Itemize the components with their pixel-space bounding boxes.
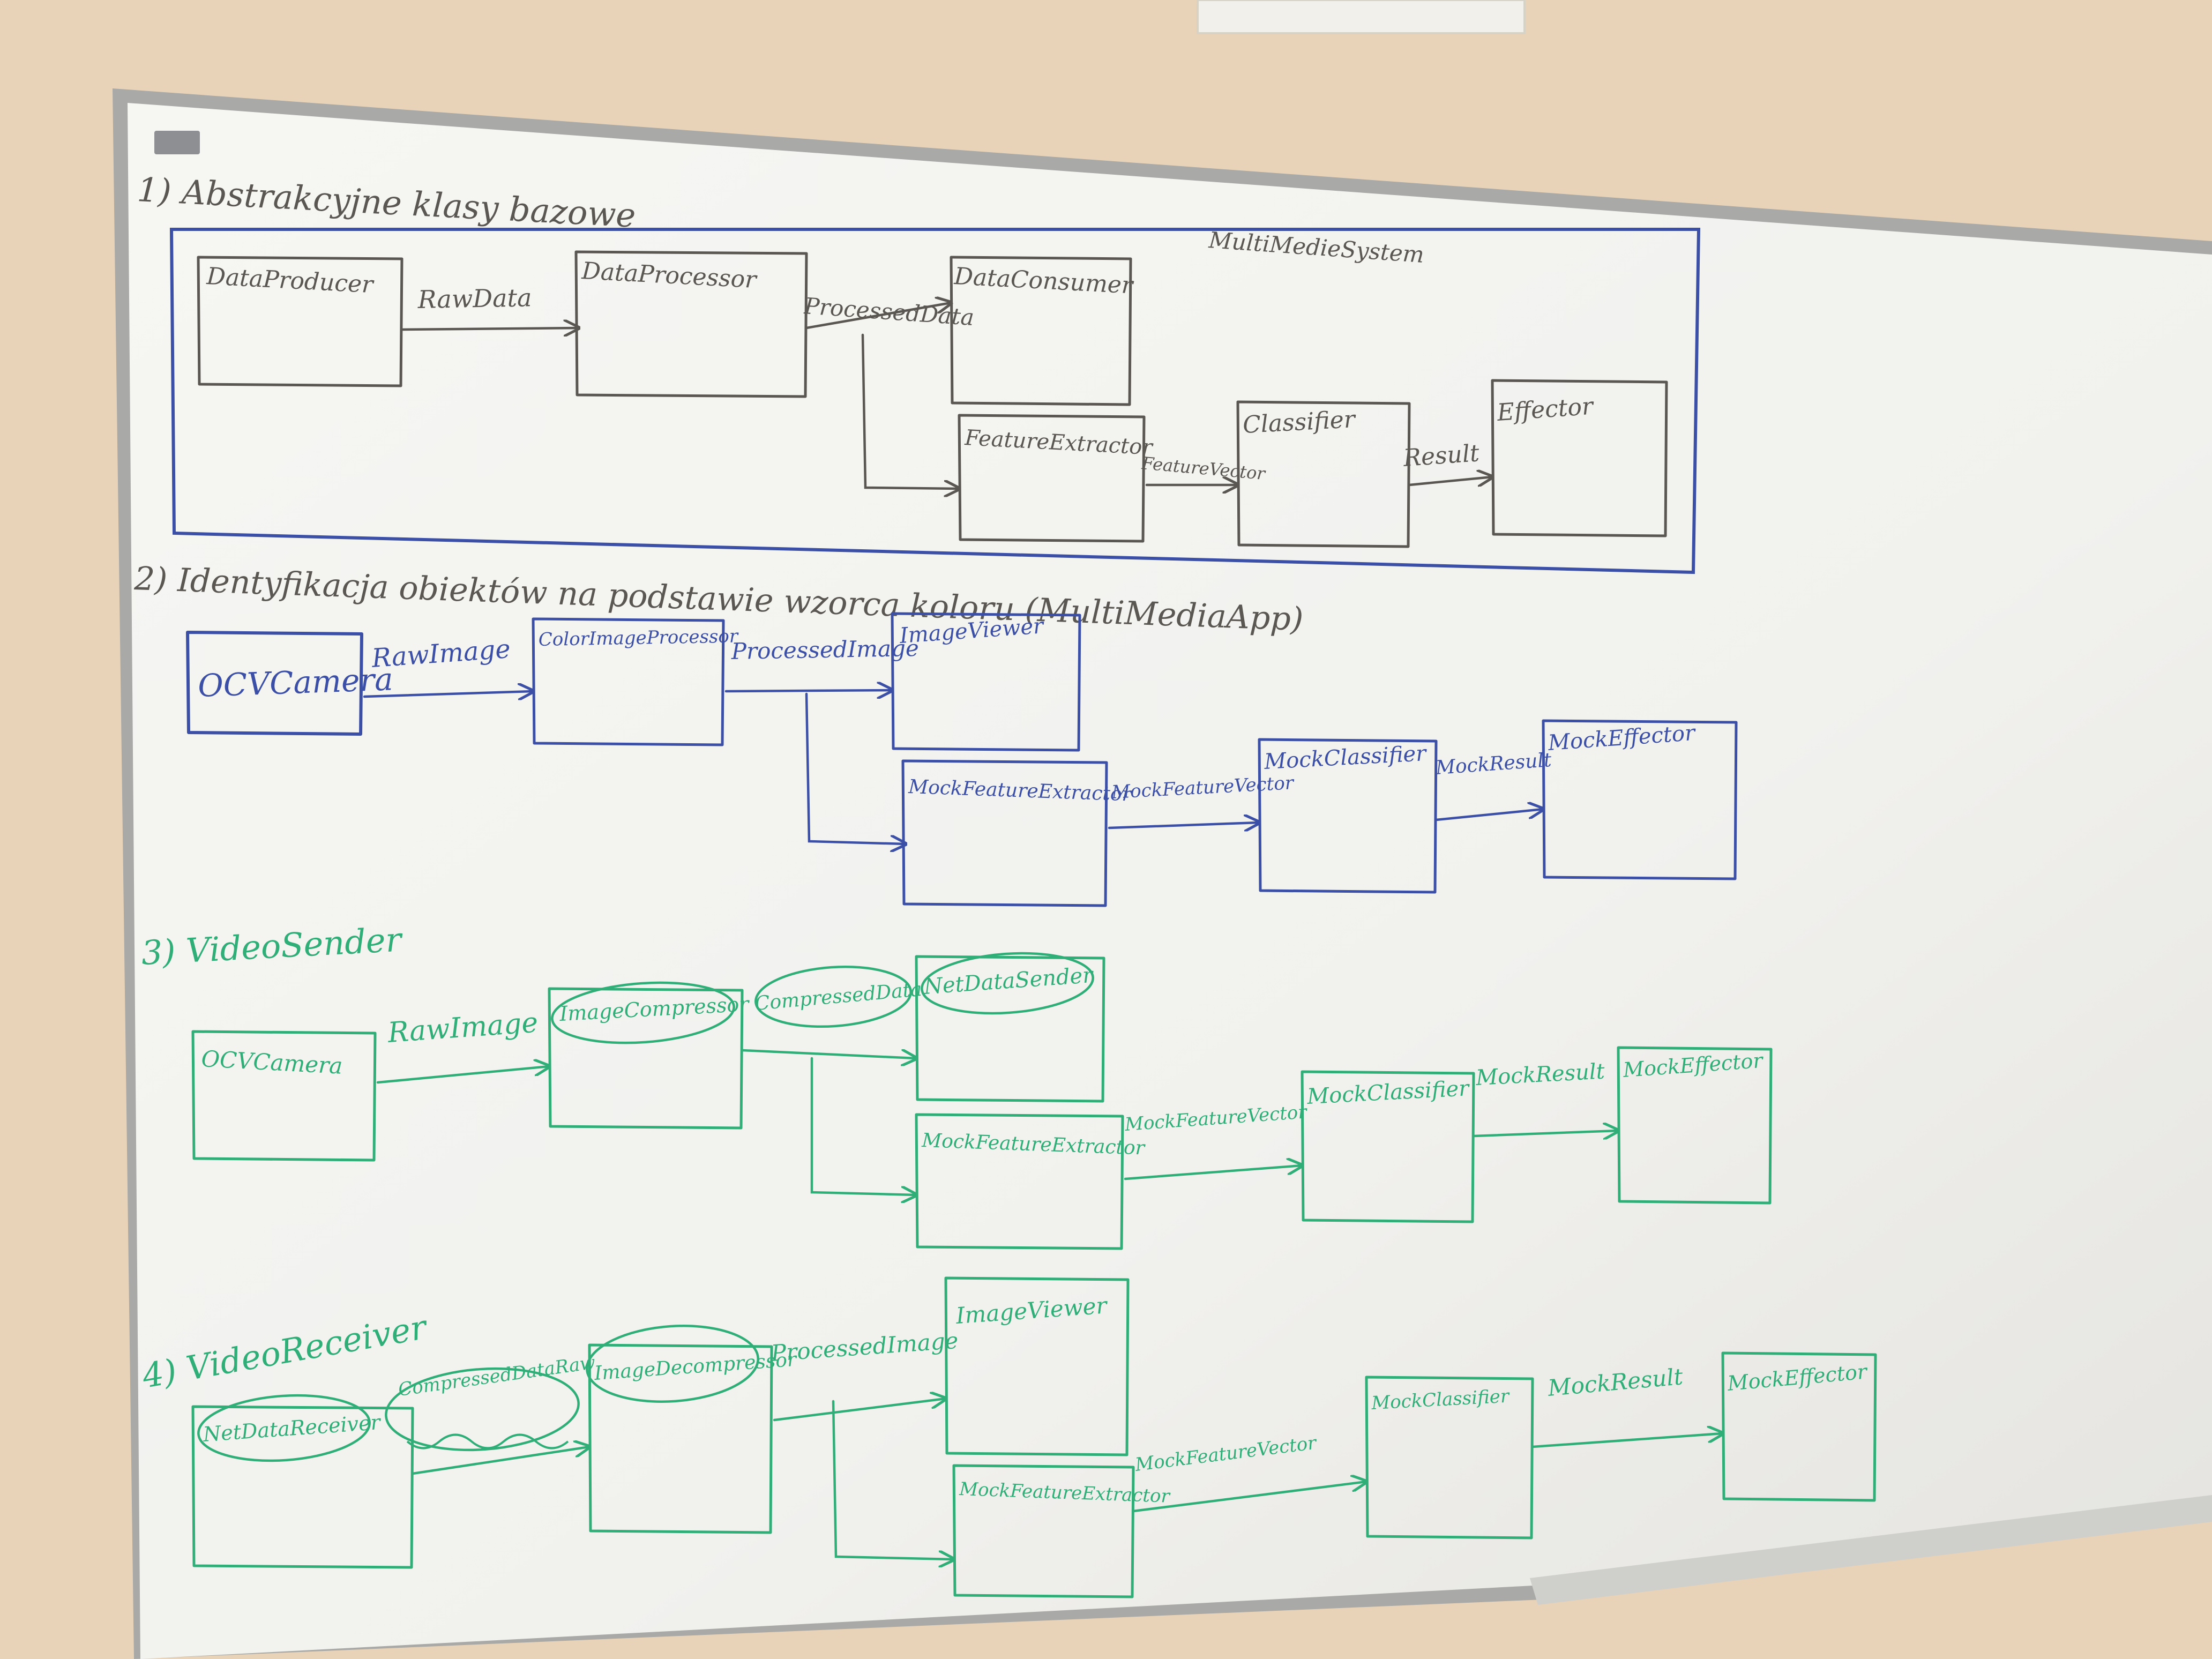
label-color-image-processor: ColorImageProcessor [538,625,739,651]
squiggle-underline [406,1433,569,1449]
arrow-processed-data [805,303,951,330]
label-ocv-camera-1: OCVCamera [197,661,394,704]
box-data-consumer [950,256,1132,406]
arrow-mock-result-3 [1531,1433,1723,1448]
arrow-result [1408,477,1492,485]
arrow-compressed-data-raw [411,1447,589,1475]
box-net-data-receiver [191,1405,414,1569]
label-effector: Effector [1496,392,1595,427]
multimedia-system-container [169,228,1701,574]
arrow-processed-image-1 [724,690,892,691]
whiteboard-surface [128,103,2212,1659]
box-image-compressor [548,987,744,1130]
box-mock-effector-2 [1617,1046,1773,1205]
arrow-raw-image-1 [363,691,533,697]
box-data-producer [197,256,403,387]
label-result: Result [1402,439,1480,472]
arrow-mock-feature-vector-1 [1108,823,1259,828]
arrow-raw-data [401,328,579,330]
arrow-processed-image-2 [773,1399,946,1422]
box-mock-classifier-1 [1258,738,1438,894]
box-image-decompressor [588,1343,773,1534]
ellipse-compressed-data [754,965,912,1028]
arrow-mock-feature-vector-2 [1124,1165,1302,1180]
arrow-to-mock-fe-2 [810,1057,916,1195]
marker-tray [1530,1495,2212,1605]
box-image-viewer [891,612,1081,752]
ellipse-net-data-sender [921,952,1094,1015]
label-raw-data: RawData [417,283,532,314]
box-mock-feature-extractor-1 [901,759,1108,907]
arrow-mock-result-1 [1434,809,1543,821]
ellipse-net-data-receiver [197,1394,371,1462]
arrow-compressed-data [741,1049,916,1058]
box-feature-extractor [958,414,1146,543]
ellipse-image-compressor [551,981,735,1044]
box-ocv-camera [186,631,363,736]
label-classifier: Classifier [1242,406,1357,439]
ellipse-compressed-data-raw [385,1367,580,1452]
box-data-processor [574,250,808,398]
arrow-to-mock-fe-3 [832,1400,954,1559]
arrow-mock-result-2 [1472,1131,1618,1136]
ellipse-image-decompressor [586,1325,759,1403]
label-processed-image-1: ProcessedImage [730,635,919,664]
arrow-raw-image-2 [376,1066,549,1084]
arrow-to-mock-fe-1 [805,692,906,844]
box-ocv-camera-2 [191,1030,377,1162]
box-color-image-processor [532,617,725,746]
arrow-to-feature-extractor [861,333,959,489]
box-mock-effector-3 [1721,1351,1877,1502]
paper-sheet [1197,0,1526,34]
board-label-plate [154,131,200,154]
arrow-mock-feature-vector-3 [1132,1482,1366,1513]
box-mock-effector-1 [1542,719,1738,880]
box-classifier [1236,400,1411,548]
